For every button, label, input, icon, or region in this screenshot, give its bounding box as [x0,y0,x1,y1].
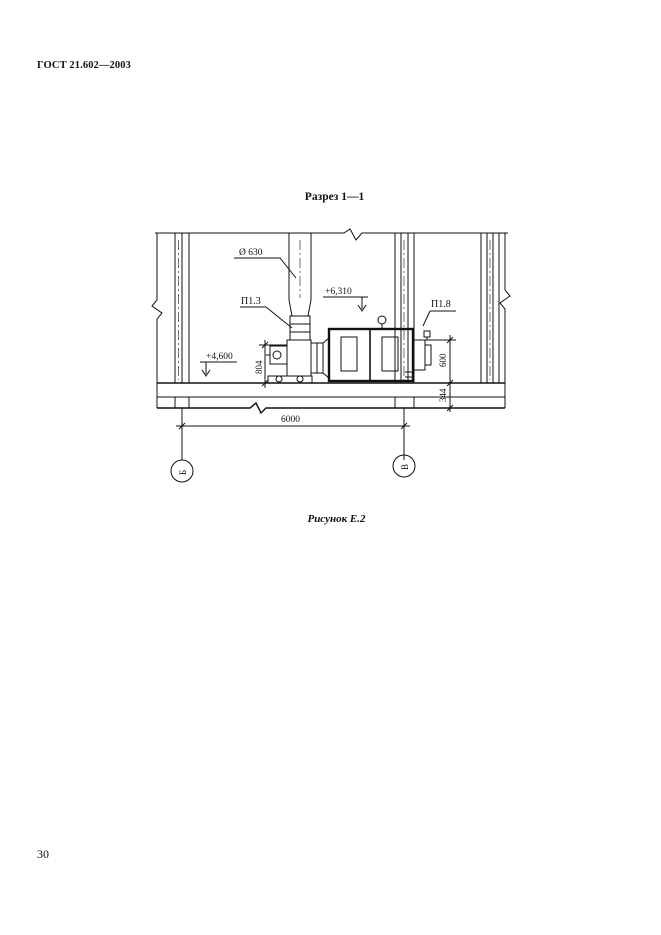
unit-left-label: П1.3 [241,296,261,307]
fan-unit [266,336,330,384]
elevation-mark-top [323,296,368,312]
duct-diameter-label: Ø 630 [239,248,263,258]
dimension-804 [259,340,287,388]
leader-unit-left [240,306,293,329]
vertical-duct [288,233,312,341]
elevation-floor-label: +4,600 [206,352,233,362]
axis-right-label: В [400,464,410,470]
page-number: 30 [37,847,49,861]
unit-right-label: П1.8 [431,299,451,310]
dim-804-label: 804 [254,360,264,374]
dim-344-label: 344 [438,388,448,402]
air-handling-unit [327,315,432,383]
dimension-600-344 [414,335,456,412]
top-boundary-line [155,228,508,241]
column-left [174,233,190,383]
left-break-outline [151,233,163,408]
dim-600-label: 600 [438,353,448,367]
figure-caption: Рисунок Е.2 [307,513,366,525]
column-right [480,233,500,383]
axis-left-label: Б [178,470,188,475]
dim-6000-label: 6000 [281,415,300,425]
column-middle [394,233,415,383]
leader-diameter [234,257,297,279]
section-title: Разрез 1—1 [304,191,365,203]
axis-bubble-right [392,454,416,478]
document-header: ГОСТ 21.602—2003 [37,60,131,71]
dimension-6000 [176,408,410,460]
elevation-top-label: +6,310 [325,287,352,297]
elevation-mark-floor [200,361,237,377]
right-break-outline [499,233,511,408]
axis-bubble-left [170,459,194,483]
